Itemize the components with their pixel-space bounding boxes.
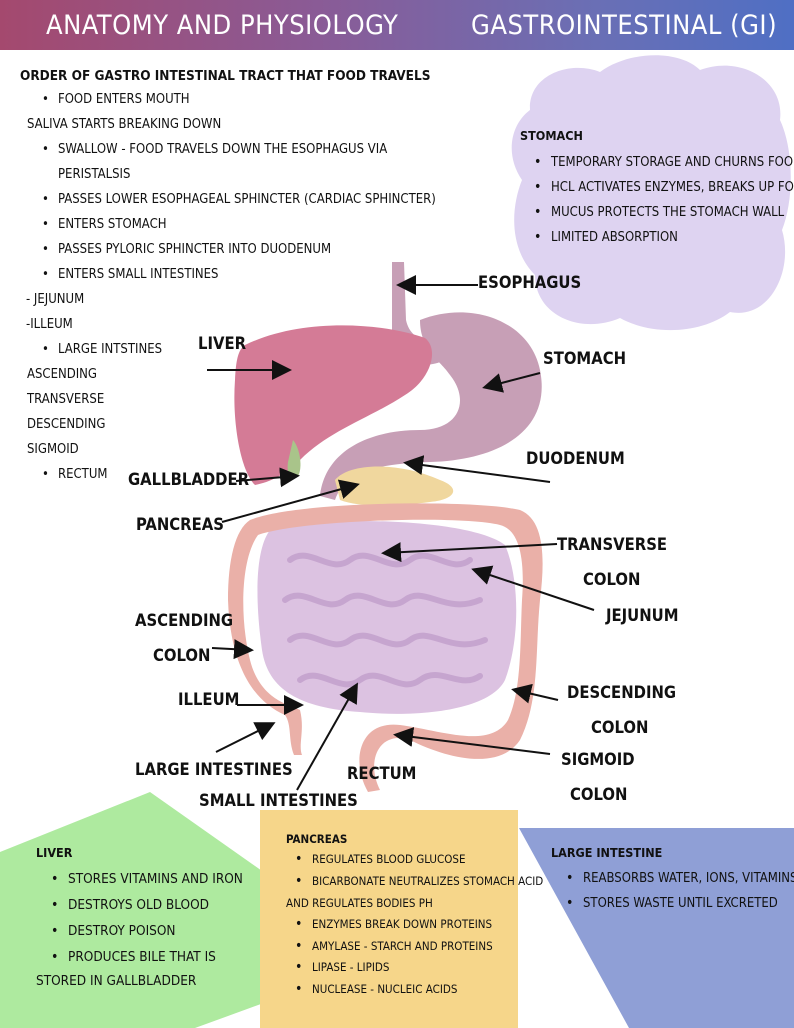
- list-item: BICARBONATE NEUTRALIZES STOMACH ACID: [295, 870, 543, 892]
- pancreas-shape: [335, 466, 454, 506]
- page-subtitle: GASTROINTESTINAL (GI): [471, 10, 778, 41]
- list-item: •RECTUM: [42, 467, 108, 482]
- list-item: •PASSES PYLORIC SPHINCTER INTO DUODENUM: [42, 242, 332, 257]
- list-item: DESCENDING: [27, 417, 106, 432]
- list-item: •ENTERS STOMACH: [42, 217, 167, 232]
- label-stomach: STOMACH: [543, 349, 627, 368]
- label-rectum: RECTUM: [347, 764, 417, 783]
- label-gallbladder: GALLBLADDER: [128, 470, 250, 489]
- pancreas-box-list-1: REGULATES BLOOD GLUCOSE BICARBONATE NEUT…: [295, 848, 543, 892]
- label-duodenum: DUODENUM: [526, 449, 625, 468]
- stomach-box-title: STOMACH: [520, 128, 583, 143]
- label-descending-colon-2: COLON: [591, 718, 649, 737]
- list-item: REABSORBS WATER, IONS, VITAMINS: [566, 866, 794, 891]
- label-esophagus: ESOPHAGUS: [478, 273, 582, 292]
- list-item: SALIVA STARTS BREAKING DOWN: [27, 117, 222, 132]
- list-item: NUCLEASE - NUCLEIC ACIDS: [295, 979, 493, 1001]
- list-item: DESTROYS OLD BLOOD: [51, 892, 243, 918]
- label-arrows: [207, 275, 595, 791]
- label-sigmoid-colon-1: SIGMOID: [561, 750, 635, 769]
- list-item: •LARGE INTSTINES: [42, 342, 163, 357]
- list-item: •FOOD ENTERS MOUTH: [42, 92, 190, 107]
- label-ascending-colon-2: COLON: [153, 646, 211, 665]
- list-item: TRANSVERSE: [27, 392, 105, 407]
- list-item: HCL ACTIVATES ENZYMES, BREAKS UP FOOD: [534, 175, 794, 200]
- label-jejunum: JEJUNUM: [606, 606, 679, 625]
- list-item: REGULATES BLOOD GLUCOSE: [295, 848, 543, 870]
- list-item: STORES VITAMINS AND IRON: [51, 866, 243, 892]
- list-item: AMYLASE - STARCH AND PROTEINS: [295, 936, 493, 958]
- page-title: ANATOMY AND PHYSIOLOGY: [46, 10, 399, 41]
- label-descending-colon-1: DESCENDING: [567, 683, 677, 702]
- pancreas-box-mid: AND REGULATES BODIES PH: [286, 896, 433, 910]
- large-intestine-box-list: REABSORBS WATER, IONS, VITAMINS STORES W…: [566, 866, 794, 916]
- label-transverse-colon-1: TRANSVERSE: [557, 535, 668, 554]
- header-banner: [0, 0, 794, 50]
- liver-box-tail: STORED IN GALLBLADDER: [36, 973, 197, 989]
- order-list: •FOOD ENTERS MOUTH SALIVA STARTS BREAKIN…: [26, 87, 436, 487]
- list-item: •ENTERS SMALL INTESTINES: [42, 267, 219, 282]
- list-item: PRODUCES BILE THAT IS: [51, 944, 243, 970]
- list-item: SIGMOID: [27, 442, 79, 457]
- list-item: - JEJUNUM: [26, 292, 85, 307]
- pancreas-box-title: PANCREAS: [286, 832, 348, 846]
- label-large-intestines: LARGE INTESTINES: [135, 760, 293, 779]
- liver-box-list: STORES VITAMINS AND IRON DESTROYS OLD BL…: [51, 866, 243, 970]
- label-small-intestines: SMALL INTESTINES: [199, 791, 358, 810]
- stomach-shape: [320, 312, 542, 500]
- list-item: •PASSES LOWER ESOPHAGEAL SPHINCTER (CARD…: [42, 192, 436, 207]
- list-item: ENZYMES BREAK DOWN PROTEINS: [295, 914, 493, 936]
- order-title: ORDER OF GASTRO INTESTINAL TRACT THAT FO…: [20, 68, 431, 84]
- list-item: PERISTALSIS: [58, 167, 131, 182]
- list-item: STORES WASTE UNTIL EXCRETED: [566, 891, 794, 916]
- list-item: LIMITED ABSORPTION: [534, 225, 794, 250]
- small-intestine-shape: [257, 521, 517, 714]
- list-item: TEMPORARY STORAGE AND CHURNS FOOD: [534, 150, 794, 175]
- large-intestine-shape: [228, 503, 543, 792]
- list-item: •SWALLOW - FOOD TRAVELS DOWN THE ESOPHAG…: [42, 142, 388, 157]
- label-sigmoid-colon-2: COLON: [570, 785, 628, 804]
- stomach-box-list: TEMPORARY STORAGE AND CHURNS FOOD HCL AC…: [534, 150, 794, 250]
- label-ascending-colon-1: ASCENDING: [135, 611, 234, 630]
- label-illeum: ILLEUM: [178, 690, 240, 709]
- pancreas-box-list-2: ENZYMES BREAK DOWN PROTEINS AMYLASE - ST…: [295, 914, 493, 1001]
- liver-box-title: LIVER: [36, 845, 73, 860]
- list-item: MUCUS PROTECTS THE STOMACH WALL: [534, 200, 794, 225]
- label-transverse-colon-2: COLON: [583, 570, 641, 589]
- large-intestine-box-title: LARGE INTESTINE: [551, 845, 663, 860]
- list-item: ASCENDING: [27, 367, 97, 382]
- list-item: LIPASE - LIPIDS: [295, 957, 493, 979]
- label-liver: LIVER: [198, 334, 247, 353]
- label-pancreas: PANCREAS: [136, 515, 224, 534]
- list-item: DESTROY POISON: [51, 918, 243, 944]
- list-item: -ILLEUM: [26, 317, 73, 332]
